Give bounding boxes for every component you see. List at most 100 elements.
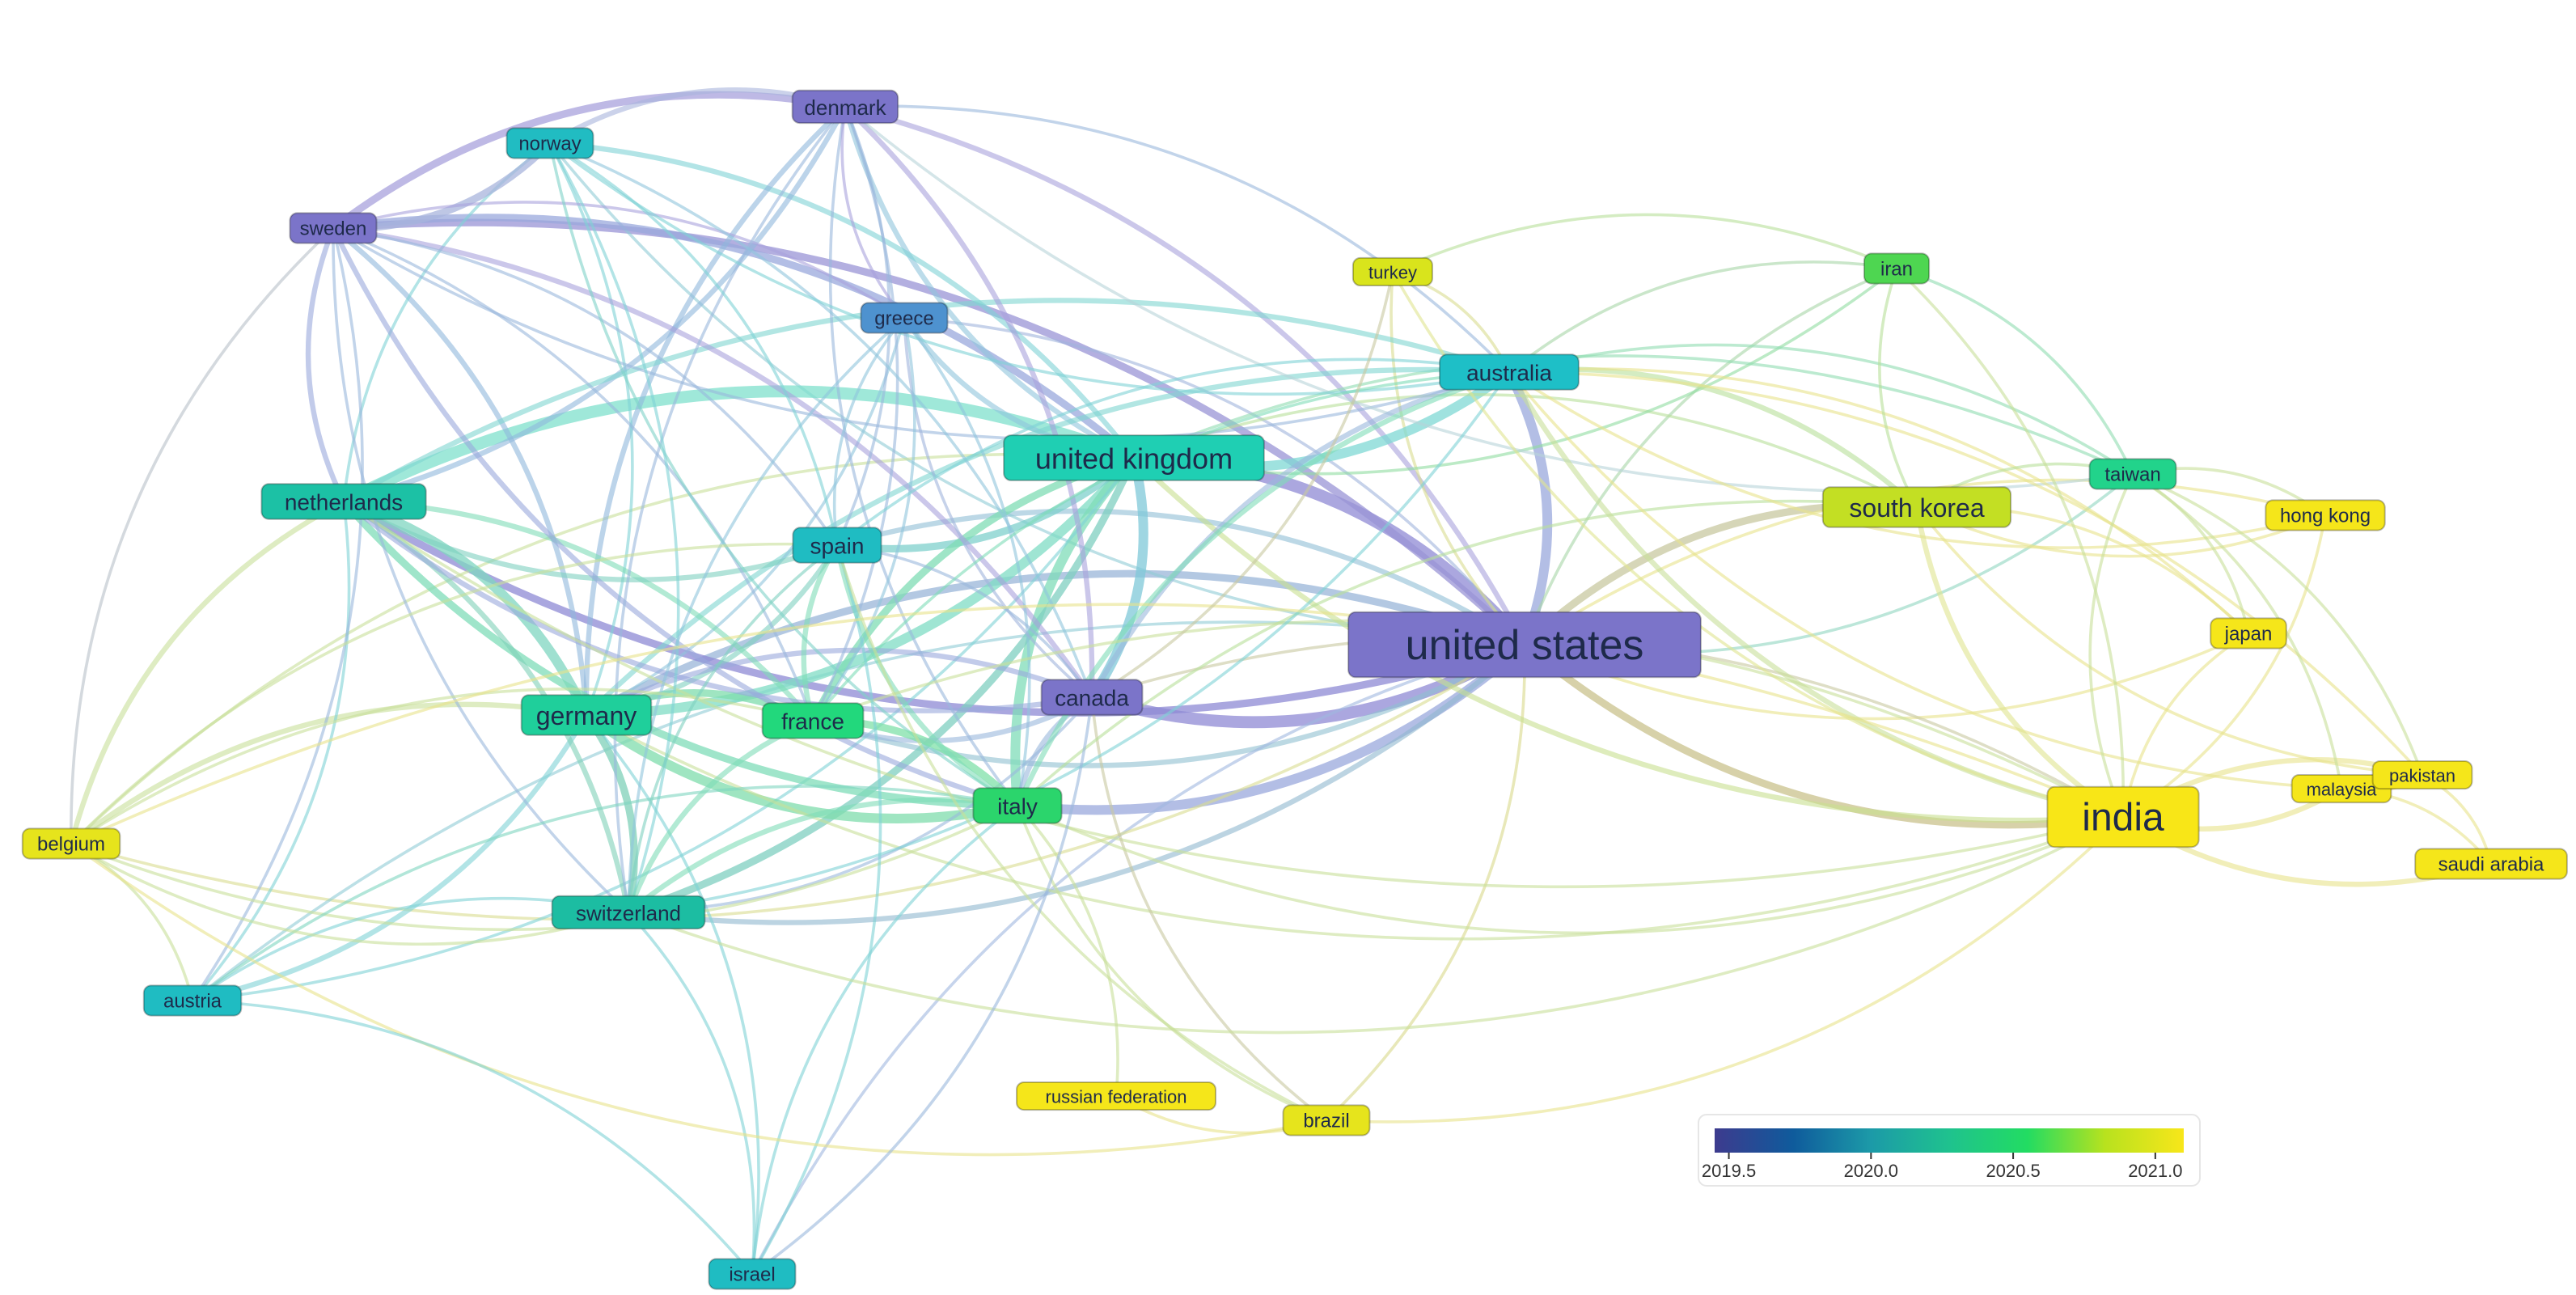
link-italy-austria — [191, 785, 1019, 1002]
link-united_states-denmark — [842, 104, 1528, 648]
node-box — [791, 89, 899, 125]
link-united_states-turkey — [1390, 270, 1526, 646]
node-japan[interactable]: japan — [2210, 617, 2287, 650]
link-switzerland-israel — [627, 911, 756, 1276]
link-denmark-france — [811, 105, 899, 722]
node-label: turkey — [1368, 263, 1417, 283]
link-india-taiwan — [2088, 472, 2134, 819]
node-box — [505, 127, 594, 159]
link-sweden-canada — [330, 225, 1095, 700]
node-box — [2210, 617, 2287, 650]
node-box — [708, 1258, 797, 1290]
link-sweden-australia — [332, 226, 1511, 442]
link-canada-brazil — [1090, 696, 1328, 1122]
legend-tick-label: 2020.0 — [1844, 1161, 1898, 1181]
link-india-belgium — [70, 603, 2125, 845]
link-taiwan-iran — [1895, 267, 2134, 476]
link-australia-malaysia — [1508, 370, 2343, 790]
node-austria[interactable]: austria — [142, 984, 243, 1017]
node-box — [2371, 760, 2473, 790]
link-germany-sweden — [330, 225, 590, 718]
link-sweden-italy — [330, 225, 1021, 809]
link-canada-switzerland — [627, 696, 1093, 914]
node-box — [2088, 458, 2177, 490]
link-italy-russian_federation — [1016, 804, 1119, 1098]
node-india[interactable]: india — [2046, 785, 2200, 849]
node-label: iran — [1880, 259, 1913, 281]
link-sweden-belgium — [70, 226, 335, 845]
link-united_states-japan — [1523, 632, 2250, 721]
link-norway-switzerland — [548, 142, 680, 914]
link-sweden-spain — [332, 226, 839, 547]
node-taiwan[interactable]: taiwan — [2088, 458, 2177, 490]
node-label: malaysia — [2307, 780, 2378, 800]
node-label: belgium — [37, 834, 105, 856]
link-netherlands-sweden — [305, 225, 347, 505]
node-saudi-arabia[interactable]: saudi arabia — [2414, 848, 2568, 880]
node-label: netherlands — [285, 490, 403, 515]
link-sweden-switzerland — [332, 226, 630, 914]
link-australia-iran — [1508, 260, 1898, 374]
link-italy-spain — [834, 542, 1021, 809]
link-switzerland-australia — [627, 370, 1511, 914]
node-hong-kong[interactable]: hong kong — [2265, 499, 2386, 531]
link-germany-austria — [189, 712, 590, 1004]
node-united-states[interactable]: united states — [1347, 611, 1702, 679]
link-belgium-brazil — [70, 842, 1328, 1157]
link-germany-canada — [583, 647, 1095, 718]
link-italy-switzerland — [625, 797, 1021, 916]
node-denmark[interactable]: denmark — [791, 89, 899, 125]
link-sweden-denmark — [329, 91, 849, 232]
link-germany-belgium — [68, 701, 590, 847]
node-label: taiwan — [2104, 464, 2160, 486]
node-label: italy — [997, 794, 1038, 819]
link-united_states-germany — [582, 569, 1529, 719]
node-israel[interactable]: israel — [708, 1258, 797, 1290]
node-spain[interactable]: spain — [792, 527, 882, 564]
node-box — [2046, 785, 2200, 849]
node-brazil[interactable]: brazil — [1282, 1104, 1371, 1136]
legend-color-bar — [1715, 1128, 2184, 1153]
node-label: japan — [2224, 624, 2273, 645]
link-norway-canada — [548, 142, 1093, 699]
node-box — [1040, 679, 1144, 716]
node-australia[interactable]: australia — [1439, 353, 1580, 391]
link-norway-spain — [548, 142, 839, 547]
node-sweden[interactable]: sweden — [289, 212, 378, 244]
node-greece[interactable]: greece — [860, 302, 949, 334]
node-turkey[interactable]: turkey — [1351, 256, 1434, 286]
node-switzerland[interactable]: switzerland — [551, 895, 706, 930]
node-box — [1016, 1081, 1216, 1111]
link-italy-brazil — [1016, 804, 1328, 1122]
node-pakistan[interactable]: pakistan — [2371, 760, 2473, 790]
node-box — [761, 702, 865, 739]
node-france[interactable]: france — [761, 702, 865, 739]
node-norway[interactable]: norway — [505, 127, 594, 159]
node-label: pakistan — [2389, 766, 2455, 786]
node-belgium[interactable]: belgium — [21, 827, 121, 860]
link-switzerland-belgium — [70, 842, 630, 946]
node-iran[interactable]: iran — [1863, 252, 1931, 285]
node-label: india — [2082, 797, 2164, 840]
link-australia-pakistan — [1508, 370, 2424, 777]
node-box — [1347, 611, 1702, 679]
link-brazil-spain — [835, 544, 1328, 1122]
node-box — [21, 827, 121, 860]
node-russian-federation[interactable]: russian federation — [1016, 1081, 1216, 1111]
node-label: spain — [810, 534, 865, 559]
node-south-korea[interactable]: south korea — [1821, 486, 2012, 528]
node-box — [142, 984, 243, 1017]
link-netherlands-austria — [191, 500, 351, 1002]
node-netherlands[interactable]: netherlands — [260, 483, 427, 520]
node-malaysia[interactable]: malaysia — [2290, 774, 2392, 804]
node-canada[interactable]: canada — [1040, 679, 1144, 716]
link-greece-spain — [832, 316, 906, 547]
link-united_states-switzerland — [625, 641, 1528, 925]
node-united-kingdom[interactable]: united kingdom — [1003, 434, 1265, 481]
link-united_states-india — [1521, 641, 2127, 829]
link-greece-france — [811, 316, 916, 722]
node-italy[interactable]: italy — [972, 787, 1063, 824]
node-germany[interactable]: germany — [520, 694, 653, 736]
link-united_kingdom-india — [1131, 455, 2126, 823]
